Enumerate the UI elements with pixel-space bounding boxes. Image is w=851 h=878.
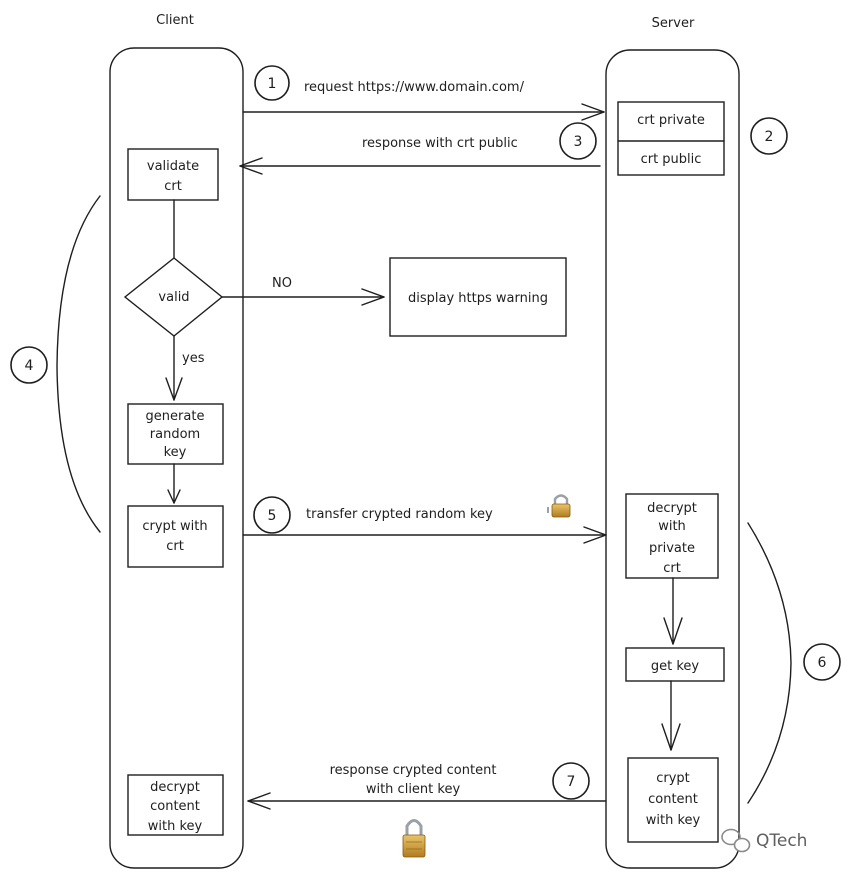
step-4-number: 4 (25, 358, 34, 374)
valid-label: valid (158, 290, 189, 305)
response-content-arrowhead (247, 792, 271, 810)
decrypt-to-getkey-arrowhead (663, 617, 683, 645)
step6-brace (747, 522, 792, 804)
crypt-content-line2: content (648, 792, 698, 807)
generate-key-line3: key (164, 445, 187, 460)
validate-crt-line1: validate (147, 159, 199, 174)
no-label: NO (272, 276, 292, 291)
crypt-content-line3: with key (646, 813, 701, 828)
step-6-badge (803, 643, 841, 681)
decrypt-private-line4: crt (663, 561, 681, 576)
client-lane (109, 47, 244, 869)
padlock-icon (547, 494, 571, 518)
response-content-line2: with client key (366, 782, 461, 797)
getkey-to-crypt-arrowhead (661, 723, 681, 751)
https-warning-label: display https warning (408, 291, 548, 306)
decrypt-private-crt-box (625, 493, 719, 579)
crypt-content-box (627, 757, 719, 843)
crypt-with-crt-line2: crt (166, 539, 184, 554)
decrypt-content-line2: content (150, 799, 200, 814)
decrypt-private-line3: private (649, 541, 695, 556)
get-key-label: get key (651, 659, 700, 674)
generate-key-box (127, 403, 224, 465)
no-arrowhead (361, 288, 385, 306)
step-3-number: 3 (574, 134, 583, 150)
step-4-badge (10, 346, 48, 384)
step-6-number: 6 (818, 655, 827, 671)
crt-private-label: crt private (637, 113, 705, 128)
decrypt-content-line1: decrypt (150, 780, 200, 795)
request-arrowhead (581, 103, 605, 121)
padlock-icon (402, 819, 426, 858)
server-lane-title: Server (652, 16, 695, 31)
step-2-number: 2 (765, 129, 774, 145)
transfer-key-arrowhead (583, 526, 607, 544)
generate-to-crypt-arrowhead (167, 489, 181, 504)
validate-crt-line2: crt (164, 179, 182, 194)
client-lane-title: Client (156, 13, 194, 28)
server-crt-box (617, 101, 725, 176)
step-1-number: 1 (268, 76, 277, 92)
decrypt-private-line2: with (658, 519, 686, 534)
decrypt-content-line3: with key (148, 819, 203, 834)
step-7-number: 7 (567, 774, 576, 790)
decrypt-private-line1: decrypt (647, 501, 697, 516)
step-2-badge (750, 117, 788, 155)
response-content-line1: response crypted content (330, 763, 497, 778)
decrypt-content-box (127, 774, 224, 836)
server-lane (605, 49, 740, 869)
validate-crt-box (127, 148, 219, 201)
generate-key-line2: random (150, 427, 200, 442)
yes-arrowhead (165, 377, 183, 401)
wechat-icon (721, 828, 751, 853)
get-key-box (625, 647, 725, 682)
crypt-content-line1: crypt (656, 771, 690, 786)
crypt-with-crt-box (127, 505, 224, 568)
yes-label: yes (182, 351, 205, 366)
request-label: request https://www.domain.com/ (304, 80, 525, 95)
response-crt-arrowhead (239, 157, 263, 175)
crypt-with-crt-line1: crypt with (142, 519, 207, 534)
step-5-number: 5 (268, 508, 277, 524)
watermark-text: QTech (756, 831, 807, 851)
crt-public-label: crt public (641, 152, 702, 167)
transfer-key-label: transfer crypted random key (306, 507, 493, 522)
step4-brace (56, 195, 101, 533)
https-warning-box (389, 257, 567, 337)
response-crt-label: response with crt public (362, 136, 518, 151)
step-5-badge (253, 496, 291, 534)
generate-key-line1: generate (146, 409, 205, 424)
step-3-badge (559, 122, 597, 160)
step-7-badge (552, 762, 590, 800)
step-1-badge (254, 65, 290, 101)
